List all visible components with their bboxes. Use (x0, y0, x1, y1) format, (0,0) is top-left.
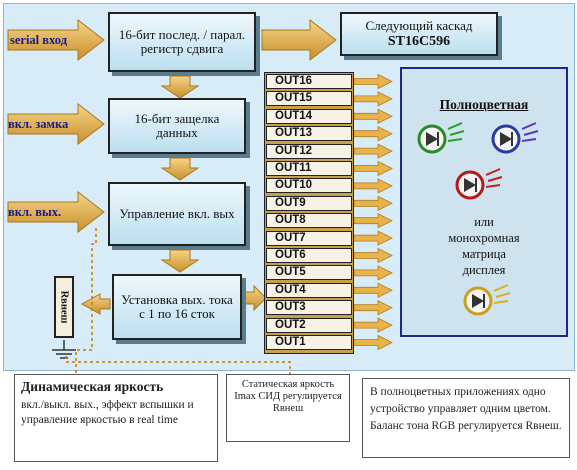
output-out11: OUT11 (266, 161, 352, 176)
output-arrow-out4 (353, 282, 393, 298)
fullcolor-note: В полноцветных приложениях одно устройст… (362, 378, 570, 458)
output-control-block: Управление вкл. вых (108, 182, 246, 246)
output-out15: OUT15 (266, 91, 352, 107)
output-out1: OUT1 (266, 335, 352, 350)
to-outputs-arrow (243, 284, 267, 312)
mono-line1: монохромная (448, 231, 520, 245)
output-arrow-out6 (353, 247, 393, 264)
leader-dynamic (75, 228, 97, 374)
enable-input-label: вкл. вых. (8, 205, 62, 219)
output-control-label: Управление вкл. вых (119, 206, 235, 221)
shift-to-latch-arrow (160, 75, 200, 99)
output-out3: OUT3 (266, 300, 352, 316)
output-out7: OUT7 (266, 230, 352, 246)
output-arrows (353, 73, 393, 351)
control-to-current-arrow (160, 249, 200, 273)
latch-input-label: вкл. замка (8, 117, 69, 131)
output-arrow-out1 (353, 334, 393, 351)
output-arrow-out15 (353, 91, 393, 107)
shift-register-label: 16-бит послед. / парал. регистр сдвига (118, 27, 246, 56)
rext-label: Rвнеш (58, 290, 70, 324)
output-arrow-out14 (353, 108, 393, 124)
output-arrow-out12 (353, 143, 393, 159)
mono-line3: дисплея (462, 263, 506, 277)
serial-input-arrow (7, 18, 105, 62)
dynamic-brightness-note: Динамическая яркость вкл./выкл. вых., эф… (14, 374, 218, 462)
output-arrow-out2 (353, 317, 393, 333)
output-arrow-out8 (353, 213, 393, 229)
serial-input-label: serial вход (10, 33, 68, 47)
output-arrow-out9 (353, 195, 393, 211)
latch-to-control-arrow (160, 157, 200, 181)
red-led-icon (455, 168, 503, 200)
blue-led-icon (491, 122, 539, 154)
latch-label: 16-бит защелка данных (134, 111, 220, 140)
enable-input-arrow (7, 190, 105, 234)
output-out4: OUT4 (266, 282, 352, 298)
output-arrow-out10 (353, 178, 393, 194)
shift-register-block: 16-бит послед. / парал. регистр сдвига (108, 12, 256, 72)
static-brightness-note: Статическая яркость Imax СИД регулируетс… (226, 374, 350, 442)
rext-to-current-arrow (80, 293, 111, 315)
output-arrow-out7 (353, 230, 393, 246)
rext-resistor: Rвнеш (54, 276, 74, 338)
latch-block: 16-бит защелка данных (108, 98, 246, 154)
current-set-block: Установка вых. тока с 1 по 16 сток (112, 274, 242, 340)
output-arrow-out13 (353, 126, 393, 142)
to-next-stage-arrow (261, 18, 337, 62)
output-out10: OUT10 (266, 178, 352, 194)
output-arrow-out11 (353, 160, 393, 177)
output-out14: OUT14 (266, 108, 352, 124)
fullcolor-body: В полноцветных приложениях одно устройст… (370, 386, 562, 432)
yellow-led-icon (463, 284, 511, 316)
output-arrow-out5 (353, 265, 393, 281)
next-stage-line2: ST16C596 (387, 34, 451, 49)
output-out12: OUT12 (266, 143, 352, 159)
dynamic-title: Динамическая яркость (21, 379, 164, 394)
or-label: или (474, 215, 494, 229)
dynamic-body: вкл./выкл. вых., эффект вспышки и управл… (21, 399, 194, 426)
leader-static (65, 356, 291, 374)
next-stage-block: Следующий каскад ST16C596 (340, 12, 498, 56)
output-out9: OUT9 (266, 195, 352, 211)
led-icons (417, 122, 539, 316)
latch-input-arrow (7, 102, 105, 146)
next-stage-line1: Следующий каскад (365, 18, 473, 33)
output-out13: OUT13 (266, 126, 352, 142)
led-display-panel: Полноцветная (400, 67, 568, 337)
mono-line2: матрица (462, 247, 506, 261)
current-set-label: Установка вых. тока с 1 по 16 сток (121, 292, 233, 321)
green-led-icon (417, 122, 465, 154)
output-arrow-out16 (353, 73, 393, 90)
output-out8: OUT8 (266, 213, 352, 229)
output-out2: OUT2 (266, 317, 352, 333)
output-out6: OUT6 (266, 248, 352, 263)
fullcolor-title: Полноцветная (439, 97, 529, 112)
output-arrow-out3 (353, 300, 393, 316)
output-out5: OUT5 (266, 265, 352, 281)
static-body: Статическая яркость Imax СИД регулируетс… (234, 379, 342, 414)
output-out16: OUT16 (266, 74, 352, 89)
